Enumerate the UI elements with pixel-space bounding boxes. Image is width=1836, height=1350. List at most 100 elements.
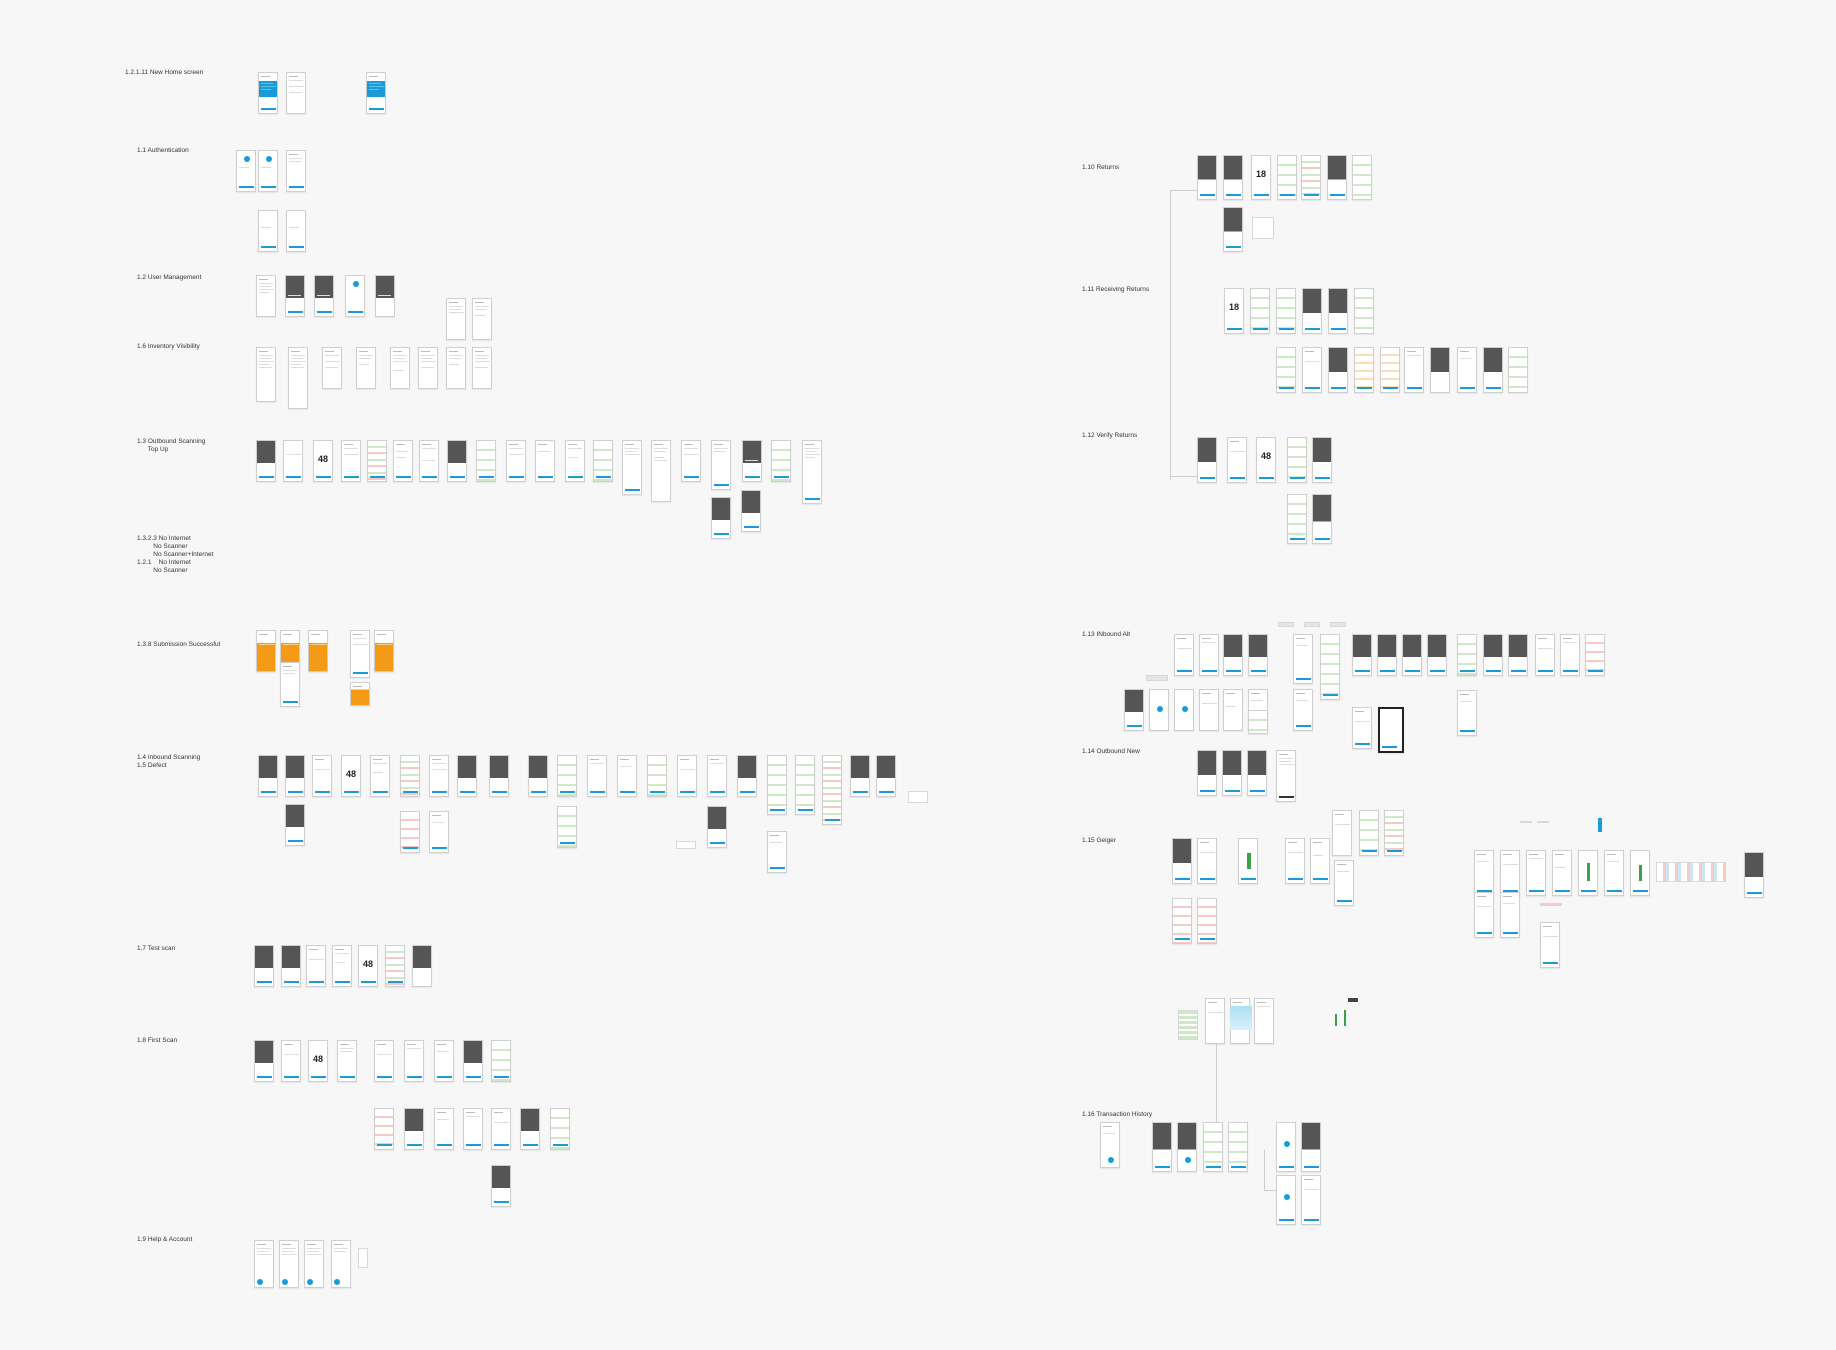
screen-inbound[interactable] (400, 811, 420, 853)
screen-receiving-returns[interactable] (1250, 288, 1270, 334)
screen-outbound[interactable] (651, 440, 671, 502)
screen-inbound[interactable] (285, 804, 305, 846)
screen-outbound[interactable] (506, 440, 526, 482)
screen-receiving-returns[interactable] (1483, 347, 1503, 393)
screen-inbound[interactable] (707, 755, 727, 797)
screen-inbound[interactable]: 48 (341, 755, 361, 797)
screen-inventory[interactable] (418, 347, 438, 389)
screen-inventory[interactable] (446, 298, 466, 340)
screen-outbound[interactable] (711, 497, 731, 539)
screen-transaction-history[interactable] (1301, 1122, 1321, 1172)
screen-outbound[interactable] (593, 440, 613, 482)
screen-inbound-alt[interactable] (1174, 634, 1194, 676)
screen-test-scan[interactable] (385, 945, 405, 987)
screen-inbound[interactable] (429, 755, 449, 797)
screen-transaction-history[interactable] (1152, 1122, 1172, 1172)
screen-returns[interactable] (1223, 155, 1243, 200)
screen-returns[interactable] (1301, 155, 1321, 200)
screen-verify-returns[interactable] (1312, 494, 1332, 544)
screen-receiving-returns[interactable] (1328, 347, 1348, 393)
screen-first-scan[interactable] (463, 1108, 483, 1150)
screen-first-scan[interactable] (404, 1040, 424, 1082)
screen-user-mgmt[interactable] (345, 275, 365, 317)
screen-outbound[interactable] (419, 440, 439, 482)
screen-inbound-alt[interactable] (1223, 689, 1243, 731)
screen-inbound[interactable] (876, 755, 896, 797)
screen-inbound[interactable] (850, 755, 870, 797)
screen-auth[interactable] (236, 150, 256, 192)
screen-transaction-history[interactable] (1228, 1122, 1248, 1172)
screen-outbound[interactable] (565, 440, 585, 482)
screen-first-scan[interactable] (491, 1165, 511, 1207)
screen-inbound[interactable] (429, 811, 449, 853)
screen-receiving-returns[interactable] (1430, 347, 1450, 393)
screen-inbound[interactable] (370, 755, 390, 797)
screen-first-scan[interactable] (491, 1040, 511, 1082)
screen-test-scan[interactable] (254, 945, 274, 987)
screen-inbound-alt[interactable] (1124, 689, 1144, 731)
screen-receiving-returns[interactable] (1457, 347, 1477, 393)
screen-inbound-alt[interactable] (1457, 690, 1477, 736)
screen-outbound-new[interactable] (1359, 810, 1379, 856)
screen-inbound[interactable] (737, 755, 757, 797)
screen-test-scan[interactable]: 48 (358, 945, 378, 987)
screen-inbound-alt[interactable] (1402, 634, 1422, 676)
screen-verify-returns[interactable] (1312, 437, 1332, 483)
screen-user-mgmt[interactable] (285, 275, 305, 317)
screen-receiving-returns[interactable] (1302, 347, 1322, 393)
screen-inbound-alt[interactable] (1352, 707, 1372, 749)
screen-first-scan[interactable] (254, 1040, 274, 1082)
screen-verify-returns[interactable] (1197, 437, 1217, 483)
screen-inbound-alt[interactable] (1535, 634, 1555, 676)
screen-outbound-new[interactable] (1222, 750, 1242, 796)
screen-transaction-history[interactable] (1177, 1122, 1197, 1172)
screen-geiger[interactable] (1310, 838, 1330, 884)
screen-home[interactable] (366, 72, 386, 114)
screen-inbound[interactable] (767, 831, 787, 873)
screen-inbound[interactable] (795, 755, 815, 815)
screen-submission[interactable] (280, 662, 300, 707)
screen-outbound-new[interactable] (1197, 750, 1217, 796)
screen-inbound-alt[interactable] (1585, 634, 1605, 676)
screen-returns[interactable] (1197, 155, 1217, 200)
screen-returns[interactable] (1327, 155, 1347, 200)
screen-test-scan[interactable] (306, 945, 326, 987)
screen-outbound-new[interactable] (1276, 750, 1296, 802)
screen-inbound-alt[interactable] (1199, 689, 1219, 731)
screen-geiger[interactable] (1197, 898, 1217, 944)
screen-receiving-returns[interactable] (1354, 288, 1374, 334)
screen-geiger[interactable] (1238, 838, 1258, 884)
screen-auth[interactable] (286, 210, 306, 252)
screen-verify-returns[interactable] (1227, 437, 1247, 483)
screen-inventory[interactable] (472, 298, 492, 340)
screen-transaction-history[interactable] (1100, 1122, 1120, 1168)
screen-submission[interactable] (350, 682, 370, 706)
screen-geiger[interactable] (1334, 860, 1354, 906)
screen-outbound[interactable] (771, 440, 791, 482)
screen-receiving-returns[interactable] (1276, 347, 1296, 393)
screen-test-scan[interactable] (332, 945, 352, 987)
screen-inbound-alt[interactable] (1174, 689, 1194, 731)
screen-inbound-alt[interactable] (1223, 634, 1243, 676)
screen-inbound[interactable] (557, 755, 577, 797)
screen-verify-returns[interactable] (1287, 437, 1307, 483)
screen-outbound[interactable] (283, 440, 303, 482)
screen-outbound[interactable] (535, 440, 555, 482)
screen-inventory[interactable] (288, 347, 308, 409)
screen-inventory[interactable] (472, 347, 492, 389)
screen-outbound[interactable] (742, 440, 762, 482)
screen-inbound[interactable] (528, 755, 548, 797)
screen-inbound[interactable] (312, 755, 332, 797)
screen-inbound-alt[interactable] (1427, 634, 1447, 676)
screen-inbound-alt[interactable] (1293, 634, 1313, 684)
screen-receiving-returns[interactable] (1354, 347, 1374, 393)
screen-help[interactable] (304, 1240, 324, 1288)
screen-inbound[interactable] (647, 755, 667, 797)
screen-inventory[interactable] (256, 347, 276, 402)
screen-inbound[interactable] (677, 755, 697, 797)
screen-returns[interactable]: 18 (1251, 155, 1271, 200)
screen-home[interactable] (286, 72, 306, 114)
screen-geiger[interactable] (1630, 850, 1650, 896)
screen-inventory[interactable] (356, 347, 376, 389)
screen-geiger[interactable] (1500, 850, 1520, 896)
